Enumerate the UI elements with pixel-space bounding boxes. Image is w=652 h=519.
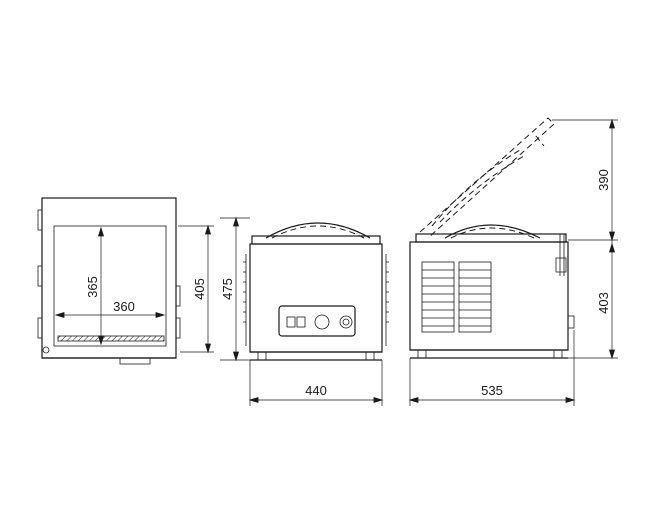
dim-side-total-height: 475 xyxy=(220,278,235,300)
dim-back-lid-height: 390 xyxy=(596,169,611,191)
side-view: 475 440 xyxy=(220,216,389,406)
dim-front-inner-height: 365 xyxy=(85,276,100,298)
dim-front-total-height: 405 xyxy=(192,278,207,300)
dial-knob-icon xyxy=(314,314,330,330)
dim-side-width: 440 xyxy=(305,383,327,398)
vent-grill-left xyxy=(421,261,455,333)
front-view: 365 360 405 xyxy=(37,197,214,365)
dim-front-inner-width: 360 xyxy=(113,299,135,314)
dim-back-body-height: 403 xyxy=(596,292,611,314)
open-lid-view: 390 403 535 xyxy=(408,117,618,406)
display-icon xyxy=(286,316,296,328)
button-icon xyxy=(339,315,353,329)
dim-back-width: 535 xyxy=(481,383,503,398)
vent-grill-right xyxy=(458,261,492,333)
